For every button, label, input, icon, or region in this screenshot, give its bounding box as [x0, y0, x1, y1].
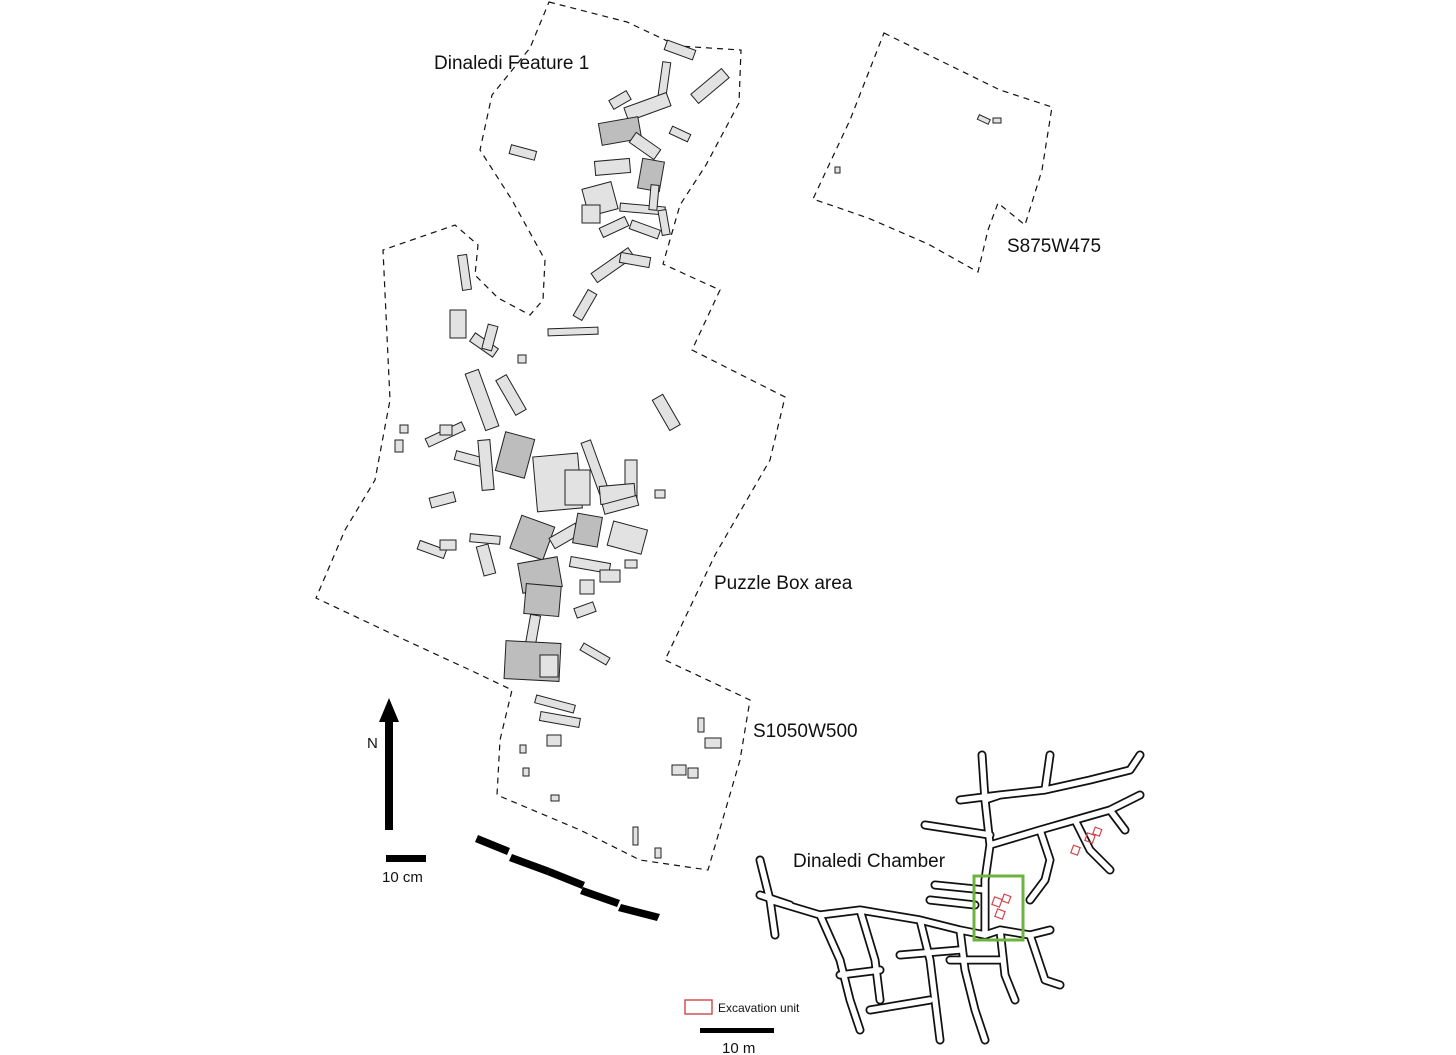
excavation-outlines: [315, 1, 1053, 871]
north-label: N: [367, 735, 378, 752]
label-dinaledi-chamber: Dinaledi Chamber: [793, 851, 946, 872]
scale-bar-10cm-bar: [386, 855, 426, 862]
legend: Excavation unit: [684, 999, 800, 1015]
bone-cluster-s1050w500: [519, 694, 722, 859]
north-arrow-head-icon: [379, 698, 399, 722]
scale-bar-10m-bar: [700, 1028, 774, 1033]
scale-bar-10cm: 10 cm: [382, 855, 426, 886]
north-arrow: N: [367, 698, 399, 830]
legend-excavation-unit-label: Excavation unit: [718, 1001, 800, 1015]
cave-passages: [755, 750, 1145, 1045]
legend-excavation-unit-swatch: [684, 999, 713, 1015]
label-puzzle-box-area: Puzzle Box area: [714, 573, 853, 594]
bone-cluster-puzzle-box: [394, 253, 681, 682]
north-arrow-shaft: [385, 720, 393, 830]
label-unit-s875w475: S875W475: [1007, 236, 1101, 257]
scale-bar-10m: 10 m: [700, 1028, 774, 1055]
label-dinaledi-feature-1: Dinaledi Feature 1: [434, 53, 589, 74]
outline-feature1: [315, 1, 786, 871]
bone-cluster-feature1: [508, 39, 1002, 284]
study-area-highlight-box: [972, 874, 1025, 942]
scale-bar-10m-label: 10 m: [722, 1040, 755, 1055]
label-unit-s1050w500: S1050W500: [753, 721, 858, 742]
outline-s875w475: [812, 32, 1053, 273]
excavation-unit-markers: [991, 826, 1103, 920]
scale-bar-10cm-label: 10 cm: [382, 869, 423, 886]
section-step-bars: [475, 835, 660, 921]
dinaledi-chamber-inset-map: Dinaledi Chamber: [755, 750, 1145, 1045]
